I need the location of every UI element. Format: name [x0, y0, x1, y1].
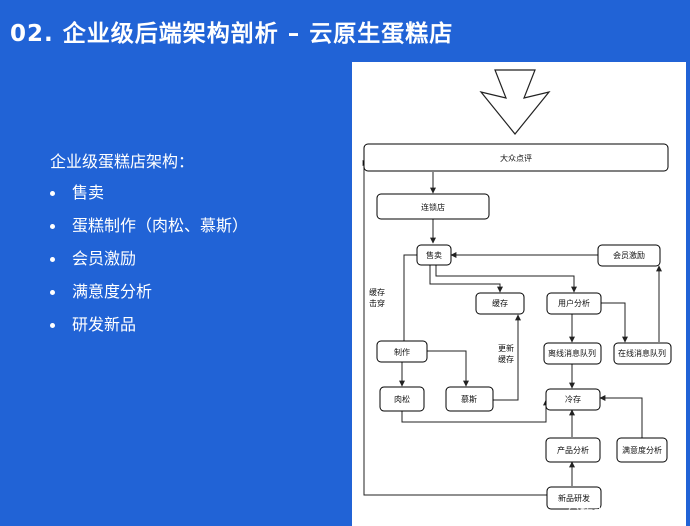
node-offline-queue: 离线消息队列 [543, 342, 602, 365]
bullet-list: 售卖 蛋糕制作（肉松、慕斯） 会员激励 满意度分析 研发新品 [50, 182, 248, 347]
edge-user-analysis-to-online-queue [601, 302, 628, 343]
edge-make-to-mousse [427, 350, 469, 387]
bullet-item-sell: 售卖 [50, 182, 248, 215]
node-chain-store: 连锁店 [376, 193, 490, 220]
node-sell: 售卖 [416, 244, 452, 266]
node-make-label: 制作 [394, 347, 410, 357]
node-new-product-rd-label: 新品研发 [558, 493, 590, 503]
node-mousse-label: 慕斯 [461, 394, 477, 404]
bullet-item-new-product-rd: 研发新品 [50, 314, 248, 347]
architecture-diagram: 缓存 击穿 更新 缓存 大众点评 连锁店 售卖 会员激励 缓存 用户分析 [362, 69, 672, 510]
slide-title: 02. 企业级后端架构剖析 – 云原生蛋糕店 [10, 21, 454, 47]
edge-label-cache-stock-2: 击穿 [369, 298, 385, 308]
node-public-review-label: 大众点评 [500, 153, 532, 163]
edge-pork-to-cold [401, 399, 549, 423]
node-pork-floss-label: 肉松 [394, 394, 410, 404]
node-pork-floss: 肉松 [379, 386, 425, 412]
edge-mousse-to-cache [493, 314, 521, 401]
edge-label-cache-stock-1: 缓存 [369, 287, 385, 297]
edge-sell-to-user-analysis [435, 265, 577, 293]
node-product-analysis: 产品分析 [545, 437, 601, 463]
edge-label-update-cache-1: 更新 [498, 343, 514, 353]
node-user-analysis-label: 用户分析 [558, 298, 590, 308]
diagram-edges [362, 160, 662, 496]
intro-block: 企业级蛋糕店架构： 售卖 蛋糕制作（肉松、慕斯） 会员激励 满意度分析 研发新品 [50, 148, 248, 347]
architecture-diagram-panel: 缓存 击穿 更新 缓存 大众点评 连锁店 售卖 会员激励 缓存 用户分析 [352, 62, 686, 526]
node-sell-label: 售卖 [426, 250, 442, 260]
edge-satisfaction-to-cold [599, 395, 643, 438]
node-offline-queue-label: 离线消息队列 [548, 348, 596, 358]
bullet-item-cake-making: 蛋糕制作（肉松、慕斯） [50, 215, 248, 248]
node-member-incentive-label: 会员激励 [613, 250, 645, 260]
node-cache: 缓存 [475, 292, 525, 315]
node-cold-storage: 冷存 [545, 388, 601, 411]
node-satisfaction-analysis-label: 满意度分析 [622, 445, 662, 455]
node-online-queue-label: 在线消息队列 [618, 348, 666, 358]
watermark: @稀土掘金技术社区 [566, 505, 684, 520]
bullet-item-member-incentive: 会员激励 [50, 248, 248, 281]
intro-heading: 企业级蛋糕店架构： [50, 152, 195, 171]
node-new-product-rd: 新品研发 [546, 486, 602, 510]
edge-label-update-cache-2: 缓存 [498, 354, 514, 364]
bullet-item-satisfaction-analysis: 满意度分析 [50, 281, 248, 314]
node-satisfaction-analysis: 满意度分析 [616, 437, 668, 463]
node-mousse: 慕斯 [445, 386, 494, 412]
entry-arrow [479, 69, 551, 135]
node-public-review: 大众点评 [363, 143, 669, 172]
node-product-analysis-label: 产品分析 [557, 445, 589, 455]
node-user-analysis: 用户分析 [546, 292, 602, 315]
node-make: 制作 [376, 340, 428, 363]
node-cold-storage-label: 冷存 [565, 394, 581, 404]
node-member-incentive: 会员激励 [597, 244, 661, 267]
node-online-queue: 在线消息队列 [613, 342, 672, 365]
node-cache-label: 缓存 [492, 298, 508, 308]
edge-sell-to-cache [429, 265, 503, 293]
node-chain-store-label: 连锁店 [421, 202, 445, 212]
